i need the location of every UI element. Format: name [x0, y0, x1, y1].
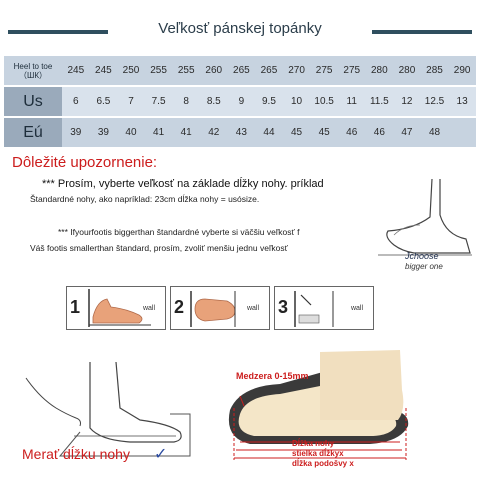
table-cell: 13: [456, 96, 468, 107]
table-cell: 48: [428, 127, 441, 138]
table-cell: 6: [73, 96, 79, 107]
table-cell: 10.5: [314, 96, 334, 107]
notice-line: Štandardné nohy, ako napríklad: 23cm dĺž…: [30, 194, 260, 204]
shoe-insole-illustration: [228, 350, 409, 460]
table-cell: 245: [95, 65, 112, 76]
gap-label: Medzera 0-15mm: [236, 371, 309, 381]
page-title: Veľkosť pánskej topánky: [158, 20, 322, 37]
table-cell: [448, 118, 476, 147]
notice-line: *** Prosím, vyberte veľkosť na základe d…: [42, 178, 324, 190]
table-row: Us 6 6.5 7 7.5 8 8.5 9 9.5 10 10.5 11 11…: [4, 87, 476, 116]
size-table: Heel to toe （ШК） 245 245 250 255 255 260…: [4, 56, 476, 149]
table-row: Heel to toe （ШК） 245 245 250 255 255 260…: [4, 56, 476, 85]
table-cell: 11: [346, 96, 357, 107]
table-cell: 12: [401, 96, 413, 107]
table-cell: 285: [426, 65, 443, 76]
table-cell: 245: [67, 65, 85, 76]
table-cell: 275: [315, 65, 333, 76]
step-2-panel: 2 wall: [170, 286, 270, 330]
insole-length-label: stielka dĺžkyx: [292, 449, 344, 458]
row-cells: 245 245 250 255 255 260 265 265 270 275 …: [62, 56, 476, 85]
measuring-foot-illustration: [25, 361, 191, 457]
table-cell: 43: [235, 127, 247, 138]
table-cell: 260: [205, 65, 223, 76]
table-cell: 9: [238, 96, 245, 107]
row-header-us: Us: [4, 87, 62, 116]
foot-on-paper-icon: [88, 289, 151, 327]
notice-line: *** Ifyourfootis biggerthan štandardné v…: [58, 227, 300, 237]
row-header-heel-to-toe: Heel to toe （ШК）: [4, 56, 62, 85]
ruler-icon: [294, 291, 334, 327]
table-cell: 40: [125, 127, 137, 138]
check-icon: ✓: [154, 446, 168, 463]
table-cell: 39: [70, 127, 82, 138]
table-cell: 12.5: [424, 96, 445, 107]
wall-label: wall: [142, 305, 155, 312]
table-cell: 41: [180, 127, 192, 138]
wall-label: wall: [350, 305, 363, 312]
table-cell: 47: [401, 127, 413, 138]
row-header-line: Heel to toe: [13, 61, 53, 71]
foot-length-label: Dĺžka nohy: [292, 439, 335, 448]
table-cell: 44: [263, 127, 275, 138]
step-number: 1: [70, 297, 81, 317]
table-cell: 280: [398, 65, 416, 76]
table-cell: 8: [183, 96, 189, 107]
row-header-eu: Eú: [4, 118, 62, 147]
table-cell: 6.5: [96, 96, 111, 107]
table-cell: 275: [343, 65, 361, 76]
table-cell: 39: [97, 127, 109, 138]
brand-tagline: bigger one: [405, 262, 443, 271]
row-cells: 6 6.5 7 7.5 8 8.5 9 9.5 10 10.5 11 11.5 …: [62, 87, 476, 116]
foot-side-illustration: [378, 178, 472, 256]
table-cell: 9.5: [262, 96, 276, 107]
step-number: 3: [278, 297, 289, 317]
sole-length-label: dĺžka podošvy x: [292, 459, 354, 468]
table-cell: 265: [233, 65, 250, 76]
table-cell: 7: [128, 96, 134, 107]
step-1-panel: 1 wall: [66, 286, 166, 330]
table-cell: 250: [122, 65, 140, 76]
table-cell: 265: [260, 65, 278, 76]
step-3-panel: 3 wall: [274, 286, 374, 330]
table-cell: 290: [453, 65, 471, 76]
table-row: Eú 39 39 40 41 41 42 43 44 45 45 46 46 4…: [4, 118, 476, 147]
table-cell: 8.5: [206, 96, 221, 107]
measure-steps: 1 wall 2 wall 3 wall: [66, 286, 378, 330]
measure-foot-label: Merať dĺžku nohy: [22, 446, 130, 462]
title-decor-right: [372, 30, 472, 34]
table-cell: 41: [153, 127, 165, 138]
table-cell: 270: [288, 65, 305, 76]
step-number: 2: [174, 297, 185, 317]
row-cells: 39 39 40 41 41 42 43 44 45 45 46 46 47 4…: [62, 118, 476, 147]
notice-title: Dôležité upozornenie:: [12, 154, 158, 171]
table-cell: 7.5: [151, 96, 166, 107]
table-cell: 10: [290, 96, 303, 107]
table-cell: 46: [346, 127, 358, 138]
title-decor-left: [8, 30, 108, 34]
brand-logo: Jchoose: [405, 251, 439, 261]
foot-top-icon: [190, 291, 236, 327]
table-cell: 45: [318, 127, 330, 138]
table-cell: 280: [370, 65, 388, 76]
table-cell: 42: [208, 127, 220, 138]
table-cell: 46: [373, 127, 385, 138]
table-cell: 255: [150, 65, 167, 76]
table-cell: 45: [290, 127, 303, 138]
row-header-line: （ШК）: [19, 70, 47, 80]
wall-label: wall: [246, 305, 259, 312]
notice-line: Váš footis smallerthan štandard, prosím,…: [30, 243, 288, 253]
table-cell: 255: [177, 65, 195, 76]
table-cell: 11.5: [369, 96, 389, 107]
